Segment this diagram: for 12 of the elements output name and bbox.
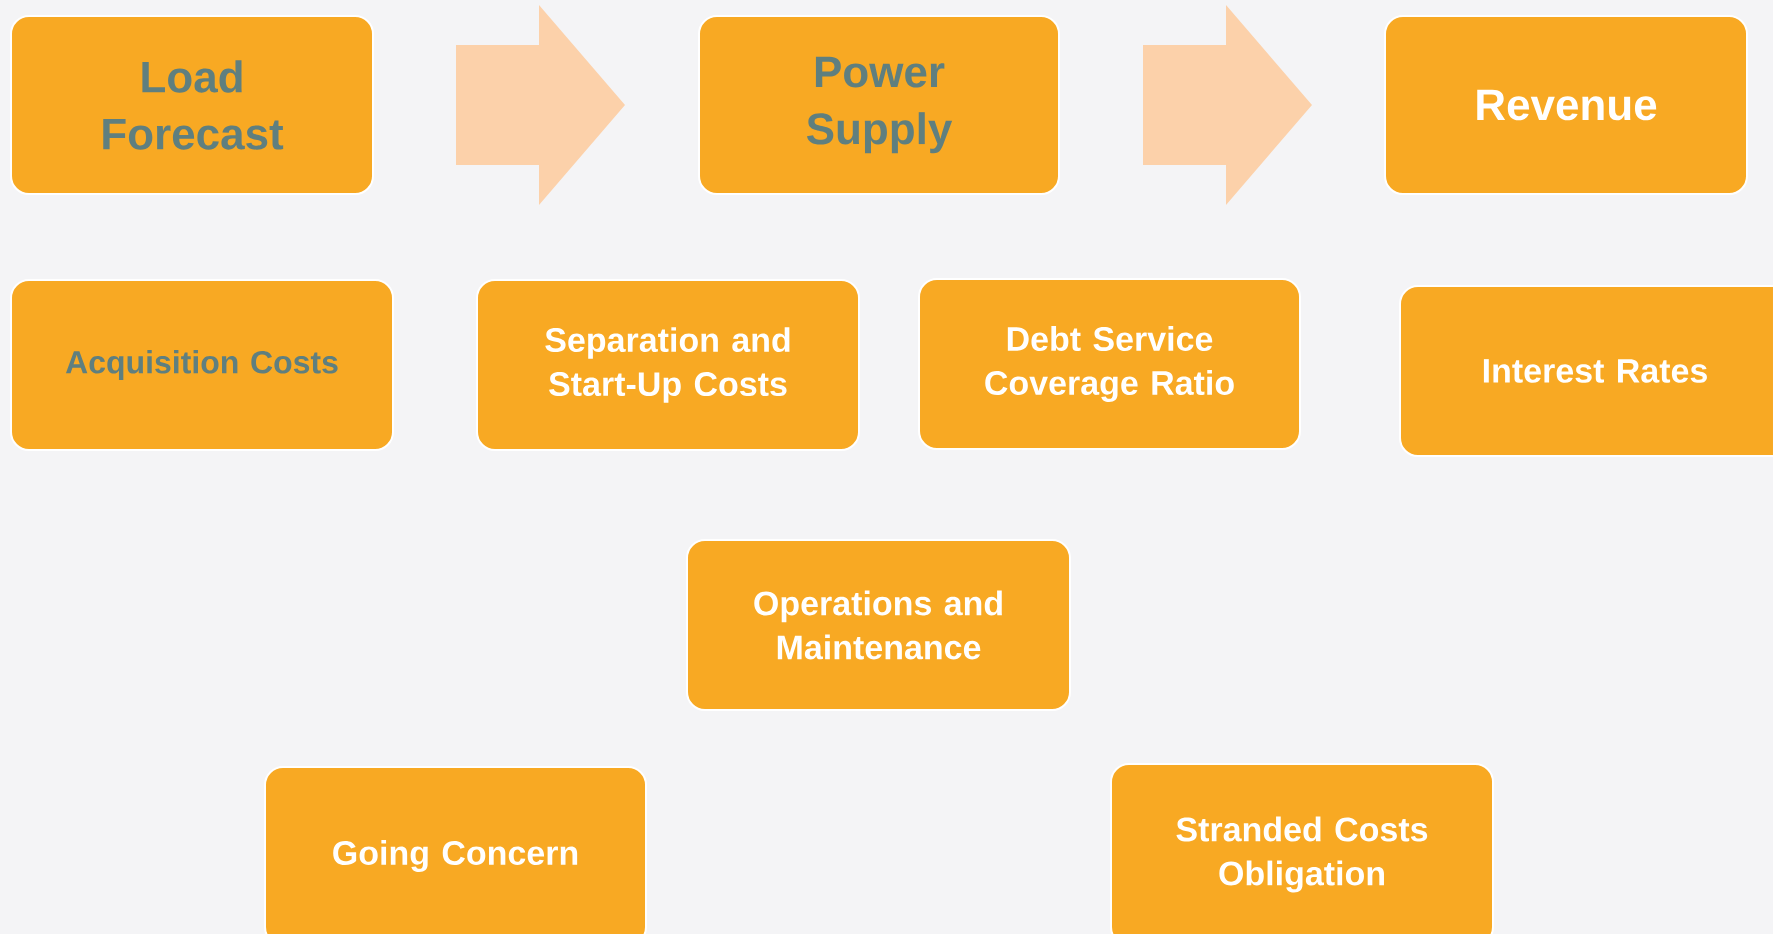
- process-box: Going Concern: [264, 766, 647, 934]
- process-box: Interest Rates: [1399, 285, 1773, 457]
- process-box: Power Supply: [698, 15, 1060, 195]
- process-box: Operations and Maintenance: [686, 539, 1071, 711]
- process-box: Stranded Costs Obligation: [1110, 763, 1494, 934]
- process-box: Revenue: [1384, 15, 1748, 195]
- process-box: Separation and Start-Up Costs: [476, 279, 860, 451]
- process-box: Debt Service Coverage Ratio: [918, 278, 1301, 450]
- block-arrow: [456, 5, 625, 205]
- process-box: Acquisition Costs: [10, 279, 394, 451]
- block-arrow: [1143, 5, 1312, 205]
- process-box: Load Forecast: [10, 15, 374, 195]
